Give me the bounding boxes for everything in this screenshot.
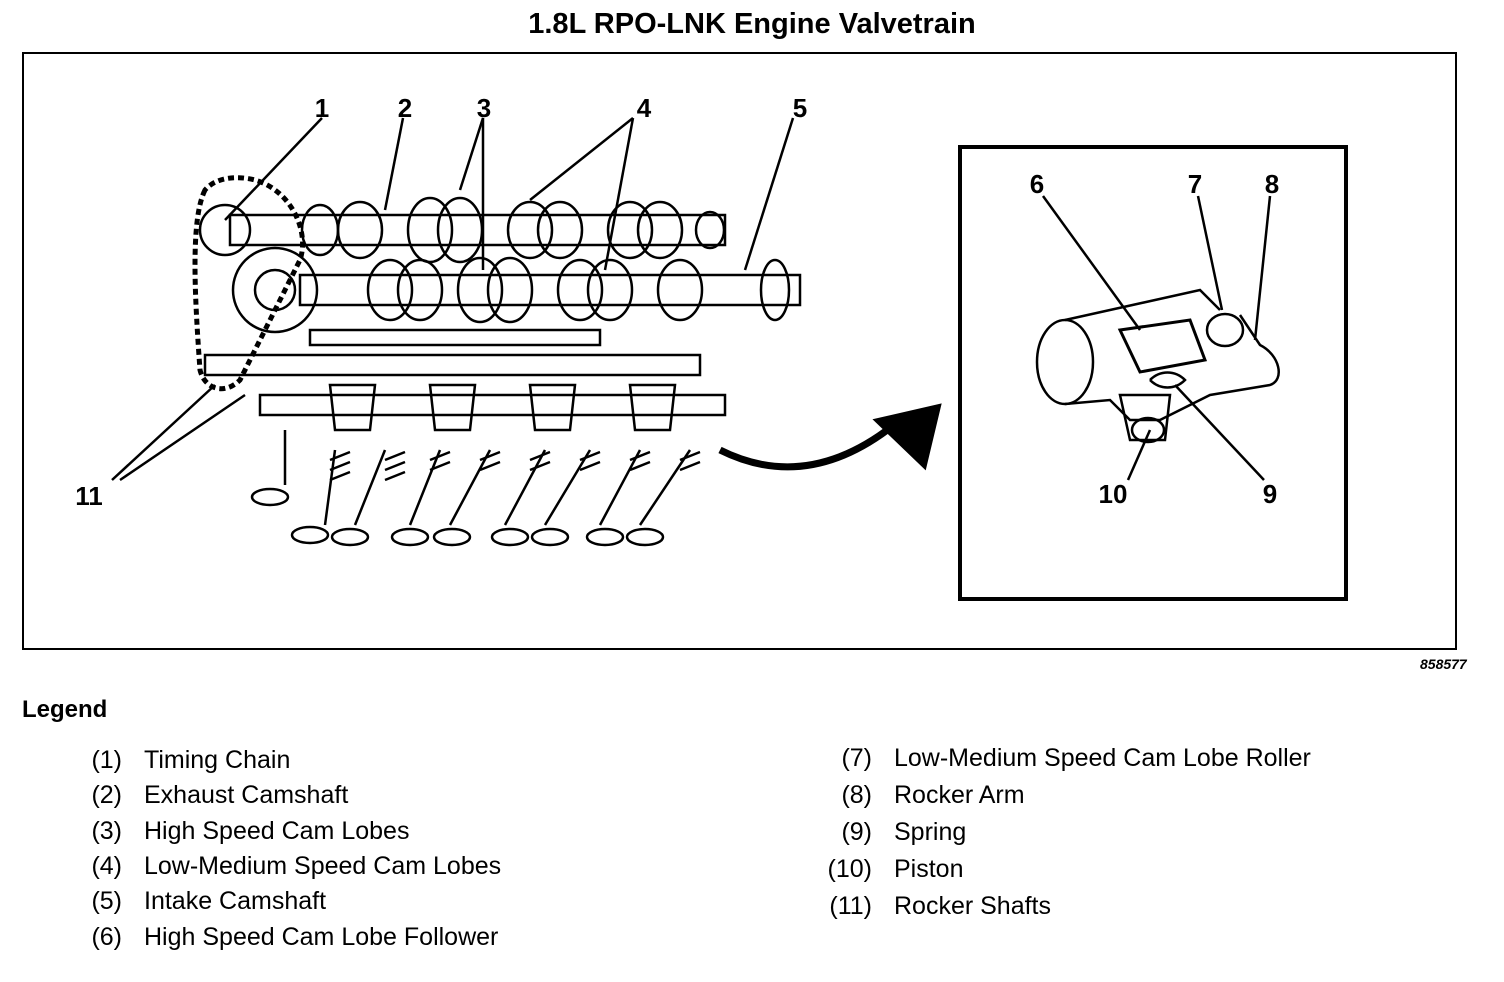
intake-camshaft	[298, 256, 802, 324]
legend-num: (2)	[91, 781, 122, 809]
callout-3: 3	[477, 93, 491, 123]
callout-6: 6	[1030, 169, 1044, 199]
legend-label: Rocker Shafts	[894, 892, 1052, 920]
legend-num: (7)	[841, 744, 872, 772]
legend-label: Piston	[894, 855, 964, 883]
callout-5: 5	[793, 93, 807, 123]
legend-label: Rocker Arm	[894, 781, 1025, 809]
callout-7: 7	[1188, 169, 1202, 199]
legend-label: Exhaust Camshaft	[144, 781, 349, 809]
legend-num: (5)	[91, 887, 122, 915]
rocker-arm-detail	[1035, 288, 1280, 444]
leader-lines	[111, 117, 795, 482]
legend-num: (10)	[827, 855, 872, 883]
callout-9: 9	[1263, 479, 1277, 509]
legend-label: Spring	[894, 818, 967, 846]
callout-arrow	[718, 403, 942, 471]
legend-label: High Speed Cam Lobe Follower	[144, 923, 499, 951]
legend-num: (9)	[841, 818, 872, 846]
timing-chain	[192, 175, 319, 392]
detail-inset-box	[958, 145, 1348, 601]
illustration-frame	[22, 52, 1457, 650]
legend-label: Low-Medium Speed Cam Lobe Roller	[894, 744, 1311, 772]
inset-leader-lines	[1041, 195, 1272, 481]
legend-num: (6)	[91, 923, 122, 951]
legend-label: High Speed Cam Lobes	[144, 817, 410, 845]
figure-number: 858577	[1420, 656, 1467, 672]
legend-heading: Legend	[22, 696, 108, 723]
legend-num: (4)	[91, 852, 122, 880]
legend-num: (8)	[841, 781, 872, 809]
legend-num: (1)	[91, 746, 122, 774]
valve-assemblies	[250, 383, 701, 547]
callout-4: 4	[637, 93, 652, 123]
legend-label: Low-Medium Speed Cam Lobes	[144, 852, 502, 880]
legend-label: Intake Camshaft	[144, 887, 327, 915]
callout-11: 11	[75, 481, 103, 511]
rocker-shafts	[203, 328, 727, 417]
valvetrain-illustration: 1 2 3 4 5 6 7 8 9 10 11	[75, 93, 1348, 601]
callout-2: 2	[398, 93, 412, 123]
callout-10: 10	[1099, 479, 1128, 509]
callout-8: 8	[1265, 169, 1279, 199]
exhaust-camshaft	[228, 196, 727, 264]
callout-1: 1	[315, 93, 329, 123]
legend-num: (3)	[91, 817, 122, 845]
diagram-title: 1.8L RPO-LNK Engine Valvetrain	[528, 8, 976, 40]
legend-num: (11)	[829, 892, 872, 920]
legend-label: Timing Chain	[144, 746, 291, 774]
